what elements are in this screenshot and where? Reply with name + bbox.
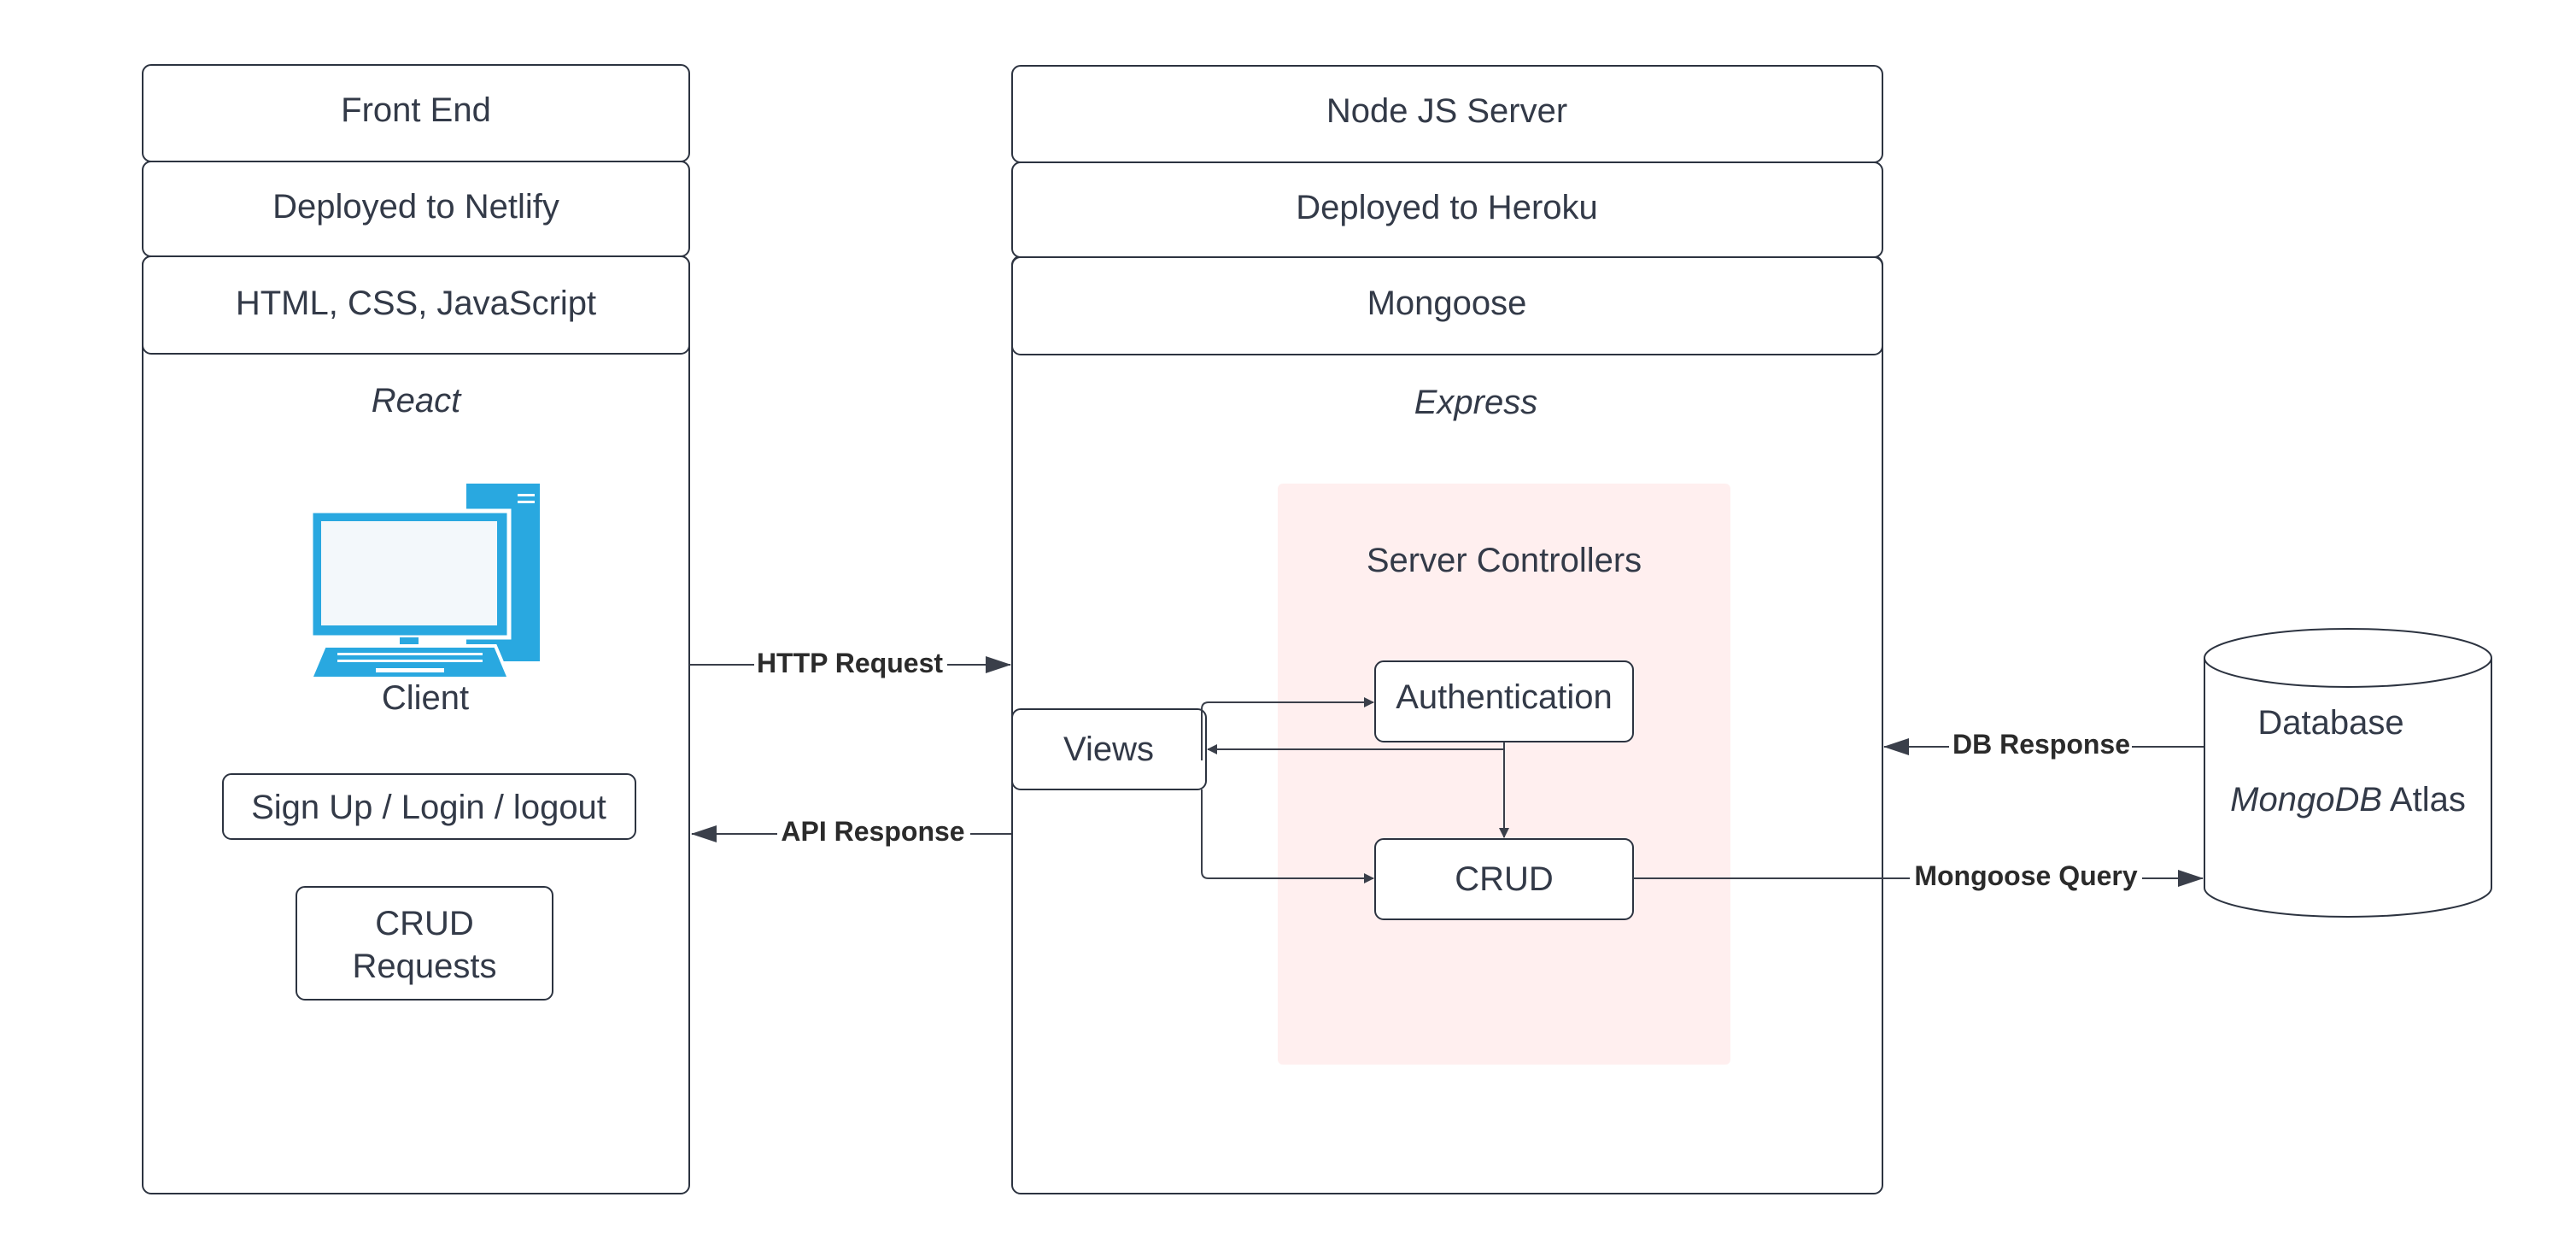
mongoose-label: Mongoose	[1367, 285, 1527, 322]
http-request-label: HTTP Request	[757, 648, 943, 678]
db-response-label: DB Response	[1952, 729, 2130, 760]
database-name-rest: Atlas	[2382, 781, 2466, 819]
database-top	[2204, 628, 2492, 688]
express-label: Express	[1414, 384, 1538, 421]
signup-login-label: Sign Up / Login / logout	[251, 789, 606, 826]
server-controllers-title: Server Controllers	[1367, 542, 1642, 579]
signup-login-box	[222, 773, 636, 840]
database-cylinder: Database MongoDB Atlas	[2204, 628, 2492, 918]
edge-api-response: API Response	[691, 815, 1011, 849]
mongoose-box	[1011, 256, 1883, 355]
views-to-auth-arrow	[1201, 697, 1374, 760]
frontend-framework-label: React	[372, 382, 462, 420]
edge-http-request: HTTP Request	[690, 646, 1011, 680]
http-request-label-bg	[754, 646, 947, 680]
frontend-tech-label: HTML, CSS, JavaScript	[236, 285, 596, 322]
frontend-deploy-label: Deployed to Netlify	[272, 188, 559, 226]
mongoose-query-label: Mongoose Query	[1914, 860, 2138, 891]
api-response-label-bg	[777, 815, 970, 849]
database-name: MongoDB Atlas	[2230, 781, 2466, 819]
views-to-crud-arrow	[1201, 789, 1374, 883]
client-label: Client	[382, 679, 469, 717]
frontend-panel: Front End Deployed to Netlify HTML, CSS,…	[142, 64, 690, 1194]
crud-requests-box	[296, 886, 553, 1001]
database-body	[2204, 658, 2492, 918]
server-title: Node JS Server	[1326, 92, 1567, 130]
server-deploy-label: Deployed to Heroku	[1296, 189, 1598, 226]
frontend-title: Front End	[341, 91, 491, 129]
views-label: Views	[1063, 731, 1154, 768]
mongoose-query-label-bg	[1910, 860, 2142, 894]
edge-mongoose-query: Mongoose Query	[1633, 860, 2204, 894]
desktop-computer-icon	[307, 484, 540, 680]
db-response-label-bg	[1949, 728, 2132, 762]
crud-requests-line1: CRUD	[375, 905, 474, 942]
api-response-label: API Response	[781, 816, 964, 847]
crud-requests-line2: Requests	[353, 948, 497, 985]
views-box	[1011, 708, 1207, 790]
server-panel: Node JS Server Deployed to Heroku Mongoo…	[1011, 65, 1883, 1194]
database-name-italic: MongoDB	[2230, 781, 2382, 819]
edge-db-response: DB Response	[1883, 728, 2204, 762]
crud-label: CRUD	[1455, 860, 1554, 898]
frontend-tech-box	[142, 255, 690, 355]
authentication-label: Authentication	[1396, 678, 1613, 716]
database-title: Database	[2257, 704, 2403, 742]
